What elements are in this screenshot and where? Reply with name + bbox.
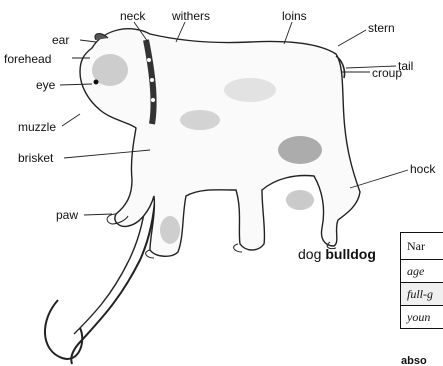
names-table: Nar age full-g youn <box>400 232 443 329</box>
label-hock: hock <box>410 163 435 175</box>
leader-line-hock <box>350 170 408 188</box>
label-brisket: brisket <box>18 152 53 164</box>
label-withers: withers <box>172 10 210 22</box>
leash-loop <box>45 300 82 359</box>
label-stern: stern <box>368 22 395 34</box>
shading-spot <box>224 78 276 102</box>
caption-word: dog <box>298 246 321 262</box>
label-eye: eye <box>36 79 55 91</box>
leader-line-muzzle <box>62 114 80 126</box>
label-loins: loins <box>282 10 307 22</box>
dog-eye <box>94 80 99 85</box>
table-row: age <box>401 260 443 283</box>
cropped-bottom-text: abso <box>401 356 427 366</box>
table-row: full-g <box>401 283 443 306</box>
shading-spot <box>160 216 180 244</box>
label-paw: paw <box>56 209 78 221</box>
label-forehead: forehead <box>4 53 51 65</box>
shading-spot <box>278 136 322 164</box>
shading-spot <box>180 110 220 130</box>
collar-stud <box>151 98 155 102</box>
leader-line-stern <box>338 30 366 46</box>
collar-stud <box>150 78 154 82</box>
table-row: youn <box>401 306 443 329</box>
collar-stud <box>147 58 151 62</box>
shading-spot <box>286 190 314 210</box>
leader-line-paw <box>84 214 112 215</box>
table-header: Nar <box>401 233 443 260</box>
label-croup: croup <box>372 67 402 79</box>
leader-line-loins <box>284 22 292 44</box>
caption-breed: bulldog <box>325 246 376 262</box>
leader-line-ear <box>80 40 96 42</box>
label-neck: neck <box>120 10 145 22</box>
label-ear: ear <box>52 34 69 46</box>
label-muzzle: muzzle <box>18 121 56 133</box>
